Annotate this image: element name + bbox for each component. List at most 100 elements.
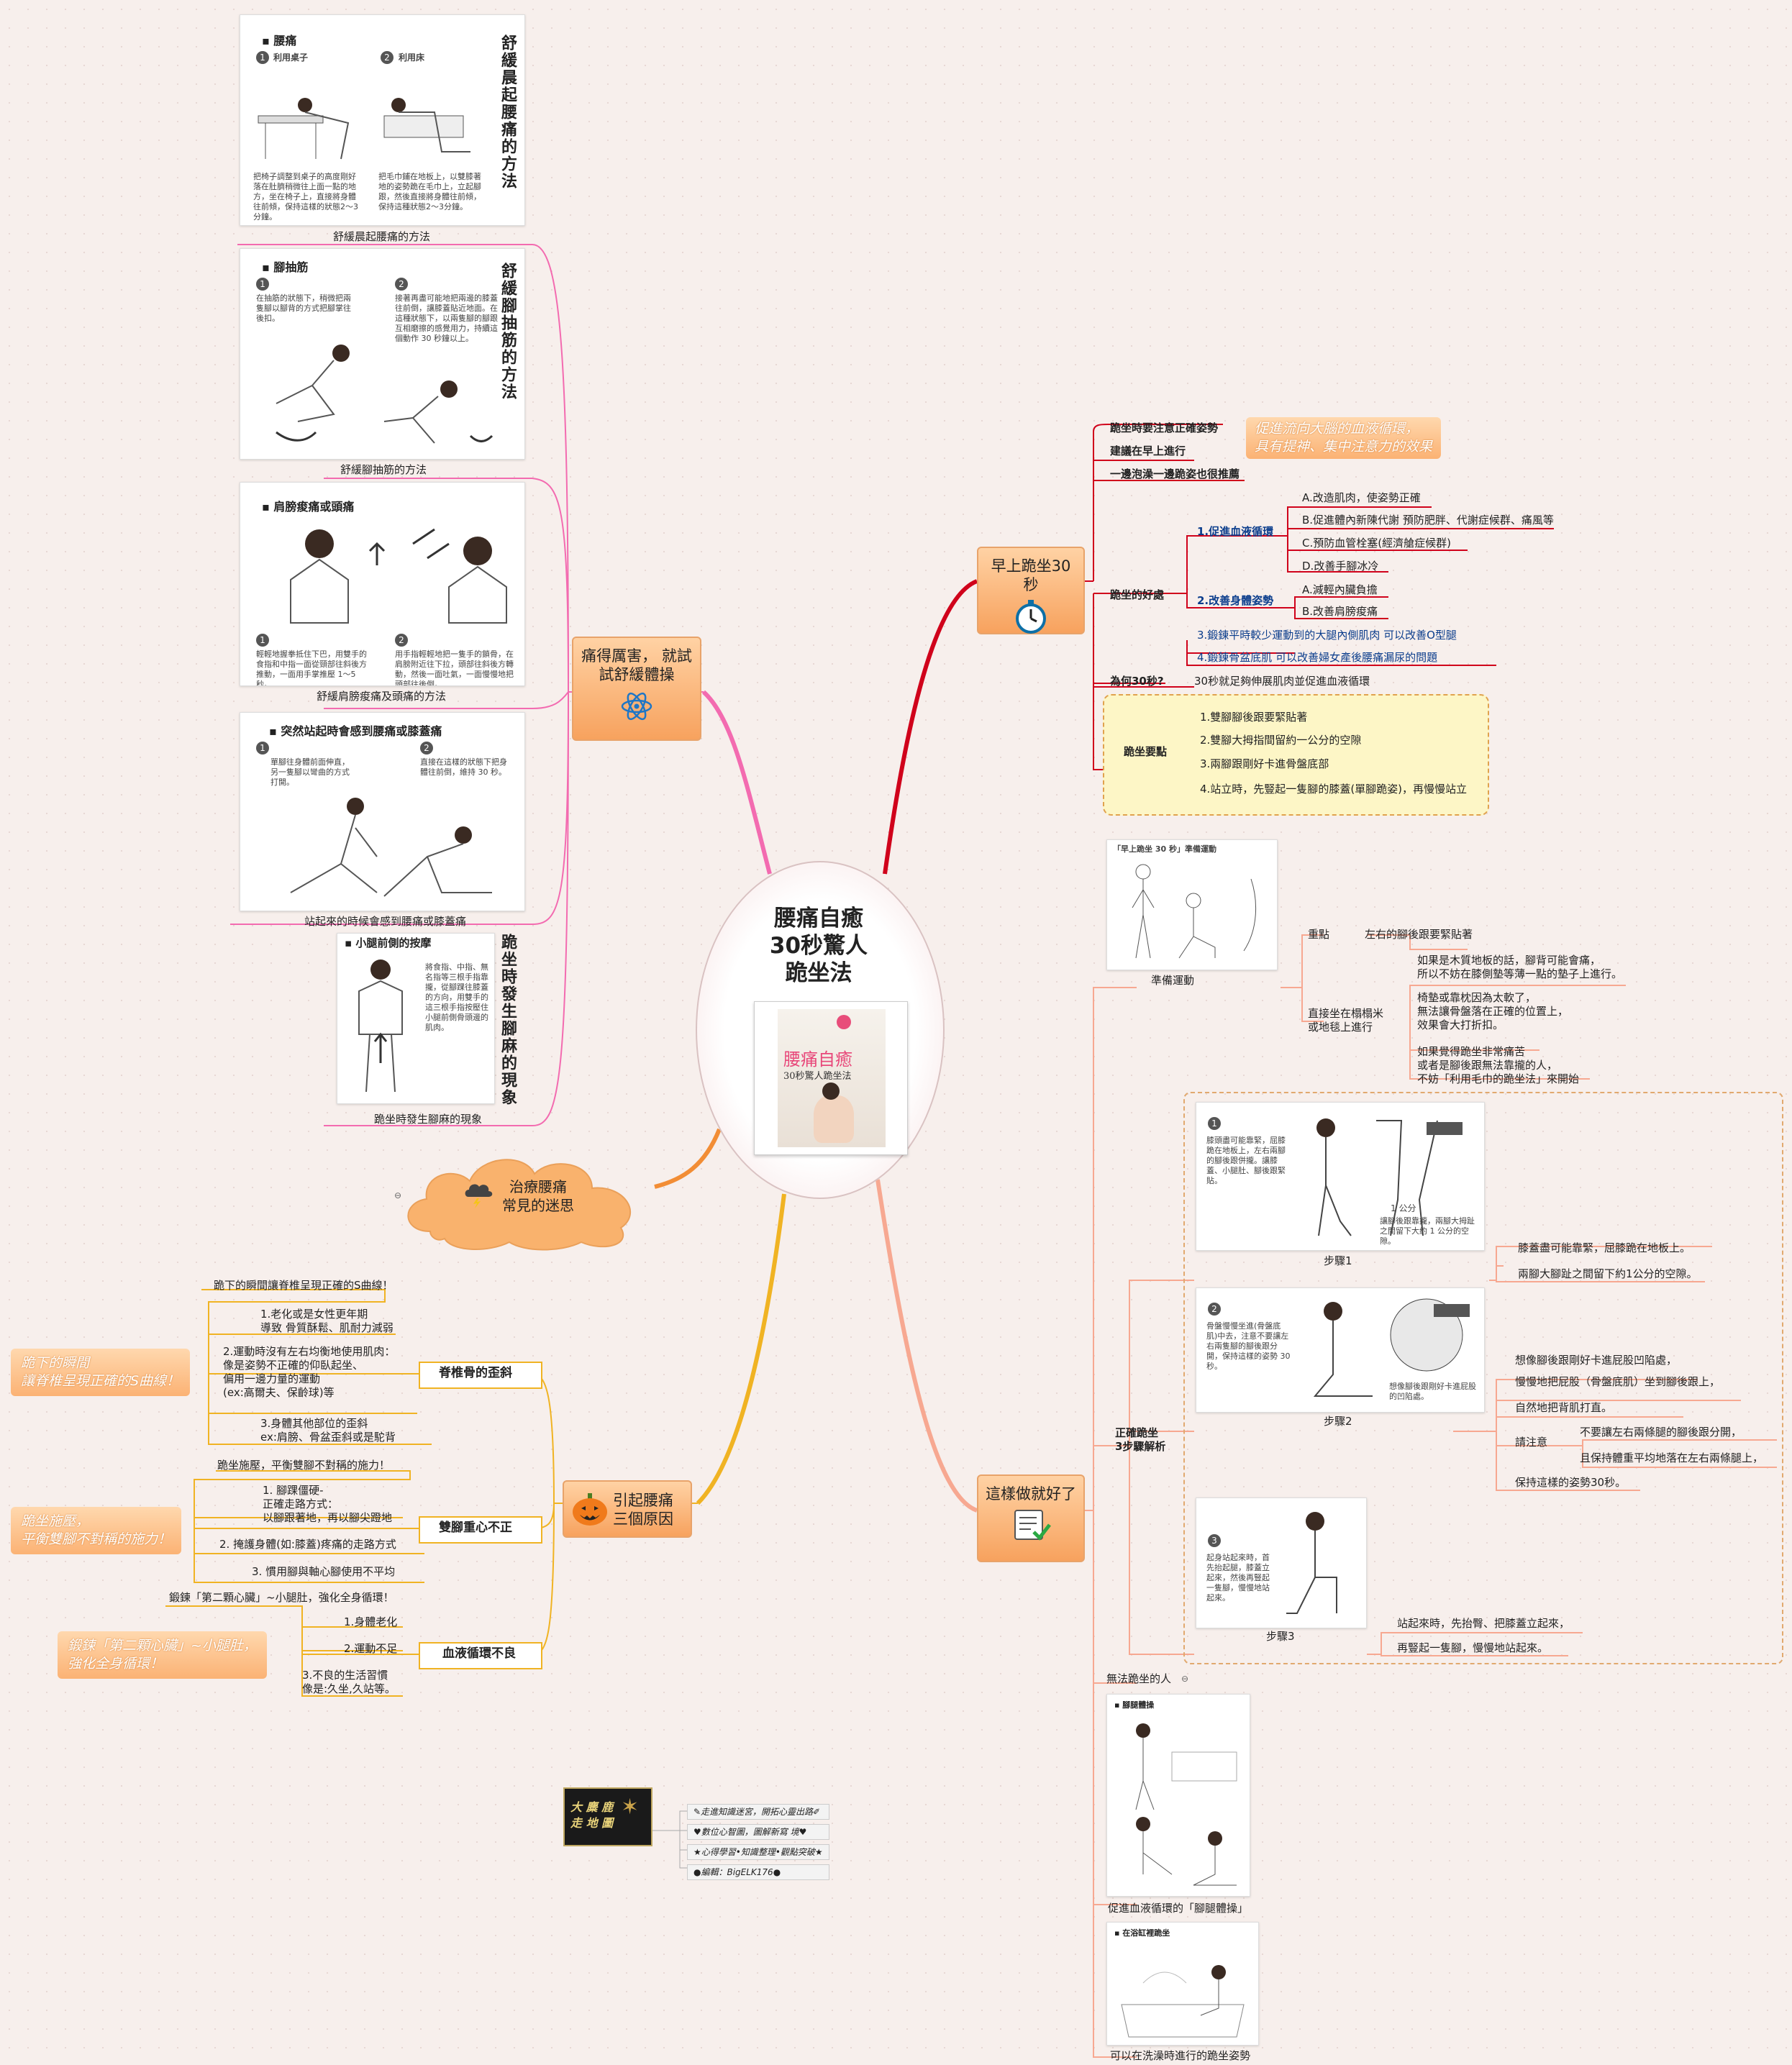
cause-spine-a[interactable]: 1.老化或是女性更年期 導致 骨質酥鬆、肌耐力減弱 (260, 1308, 394, 1334)
step3-a[interactable]: 站起來時，先抬臀、把膝蓋立起來， (1397, 1617, 1570, 1630)
step2-fig-text: 骨盤慢慢坐進(骨盤底肌)中去，注意不要讓左右兩隻腳的腳後跟分開，保持這樣的姿勢 … (1206, 1321, 1291, 1371)
leg-cramp-figure: 腳抽筋 1 在抽筋的狀態下，稍微把兩隻腳以腳背的方式把腳掌往後扣。 2 接著再盡… (240, 248, 525, 460)
benefit-circulation[interactable]: 1.促進血液循環 (1197, 525, 1274, 538)
morning-row-posture[interactable]: 跪坐時要注意正確姿勢 (1110, 421, 1219, 434)
credit-line-4: ●編輯：BigELK176● (687, 1864, 829, 1880)
link-exercise (701, 690, 772, 875)
topic-myths-cloud[interactable]: 治療腰痛 常見的迷思 (394, 1145, 660, 1252)
benefit-3[interactable]: 3.鍛鍊平時較少運動到的大腿內側肌肉 可以改善O型腿 (1197, 629, 1457, 642)
cause-circulation-c[interactable]: 3.不良的生活習慣 像是:久坐,久站等。 (302, 1669, 396, 1695)
fig5-caption: 跪坐時發生腳麻的現象 (374, 1113, 483, 1126)
step2-a[interactable]: 想像腳後跟剛好卡進屁股凹陷處， (1515, 1354, 1678, 1367)
shoulder-headache-figure: 肩膀痠痛或頭痛 1 輕輕地握拳抵住下巴，用雙手的食指和中指一面從頸部往斜後方推動… (240, 482, 525, 686)
step1-fig-text: 膝頭盡可能靠緊，屈膝跪在地板上，左右兩腳的腳後跟併攏。讓膝蓋、小腿肚、腳後跟緊貼… (1206, 1136, 1286, 1185)
checklist-icon (1011, 1508, 1051, 1542)
benefit-2a[interactable]: A.減輕內臟負擔 (1302, 583, 1378, 596)
cause-spine-box[interactable] (419, 1362, 542, 1389)
step1-b[interactable]: 兩腳大腳趾之間留下約1公分的空隙。 (1518, 1267, 1698, 1280)
bath-caption: 可以在洗澡時進行的跪坐姿勢 (1110, 2049, 1251, 2062)
cause-feet-b[interactable]: 2. 掩護身體(如:膝蓋)疼痛的走路方式 (219, 1538, 396, 1551)
benefit-1a[interactable]: A.改造肌肉，使姿勢正確 (1302, 491, 1421, 504)
three-steps-label[interactable]: 正確跪坐 3步驟解析 (1115, 1426, 1166, 1453)
fig2-text-b: 接著再盡可能地把兩邊的膝蓋往前倒，讓膝蓋貼近地面。在這種狀態下，以兩隻腳的腳跟互… (395, 293, 498, 343)
step3-figure: 3 起身站起來時，首先抬起腿，膝蓋立起來，然後再豎起一隻腳，慢慢地站起來。 (1196, 1498, 1367, 1628)
credit-lines: ✎走進知識迷宮，開拓心靈出路✐ ♥數位心智圖，圖解新寫 境♥ ★心得學習•知識整… (687, 1804, 829, 1884)
benefit-1d[interactable]: D.改善手腳冰冷 (1302, 560, 1379, 573)
kneeling-points-label[interactable]: 跪坐要點 (1124, 745, 1168, 758)
cause-circulation-box[interactable] (419, 1642, 542, 1669)
prep-key-text[interactable]: 左右的腳後跟要緊貼著 (1365, 928, 1473, 941)
stopwatch-icon (1013, 598, 1049, 634)
benefit-1c[interactable]: C.預防血管栓塞(經濟艙症候群) (1302, 537, 1451, 550)
fig1-text-desk: 把椅子調整到桌子的高度剛好落在肚臍稍微往上面一點的地方，坐在椅子上，直接將身體往… (253, 172, 358, 222)
fig1-option-bed: 利用床 (399, 53, 425, 63)
bigelk-logo: 大 麋 鹿 走 地 圖 ✶ (563, 1787, 652, 1846)
step1-gap: 1 公分 (1391, 1203, 1416, 1213)
cause-feet-c[interactable]: 3. 慣用腳與軸心腳使用不平均 (252, 1565, 396, 1578)
book-cover-subtitle: 30秒驚人跪坐法 (783, 1071, 852, 1082)
benefit-1b[interactable]: B.促進體內新陳代謝 預防肥胖、代謝症候群、痛風等 (1302, 514, 1554, 526)
fig2-vertical-title: 舒緩腳抽筋的方法 (499, 263, 517, 401)
cause-spine-head[interactable]: 跪下的瞬間讓脊椎呈現正確的S曲線！ (214, 1279, 394, 1292)
bath-kneeling-figure: 在浴缸裡跪坐 (1106, 1922, 1259, 2046)
point-4[interactable]: 4.站立時，先豎起一隻腳的膝蓋(單腳跪姿)，再慢慢站立 (1200, 783, 1468, 796)
collapse-toggle-icon[interactable]: ⊖ (1181, 1674, 1189, 1684)
topic-how-to[interactable]: 這樣做就好了 (977, 1474, 1085, 1562)
step2-e[interactable]: 且保持體重平均地落在左右兩條腿上， (1580, 1451, 1764, 1464)
cause-feet-a[interactable]: 1. 腳踝僵硬- 正確走路方式： 以腳跟著地，再以腳尖蹬地 (263, 1484, 393, 1524)
link-myths (654, 1128, 722, 1189)
topic-three-causes[interactable]: 引起腰痛 三個原因 (563, 1480, 692, 1538)
prep-key-label[interactable]: 重點 (1308, 928, 1330, 941)
topic-relief-exercises[interactable]: 痛得厲害， 就試試舒緩體操 (572, 637, 701, 741)
cause-spine-note: 跪下的瞬間 讓脊椎呈現正確的S曲線！ (11, 1349, 191, 1396)
fig1-option-desk: 利用桌子 (273, 53, 309, 63)
cause-circulation-b[interactable]: 2.運動不足 (344, 1642, 398, 1655)
step2-caution[interactable]: 請注意 (1515, 1436, 1548, 1449)
step2-f[interactable]: 保持這樣的姿勢30秒。 (1515, 1476, 1627, 1489)
cause-spine-b[interactable]: 2.運動時沒有左右均衡地使用肌肉： 像是姿勢不正確的仰臥起坐、 偏用一邊力量的運… (223, 1345, 396, 1399)
step2-caption: 步驟2 (1324, 1415, 1352, 1428)
cause-feet-head[interactable]: 跪坐施壓，平衡雙腳不對稱的施力！ (217, 1459, 391, 1472)
point-1[interactable]: 1.雙腳腳後跟要緊貼著 (1200, 711, 1308, 724)
prep-fig-title: 「早上跪坐 30 秒」準備運動 (1113, 844, 1216, 854)
cause-feet-box[interactable] (419, 1516, 542, 1544)
prep-floor-label[interactable]: 直接坐在榻榻米 或地毯上進行 (1308, 1007, 1384, 1034)
cause-circulation-label: 血液循環不良 (442, 1646, 516, 1661)
fig3-text-a: 輕輕地握拳抵住下巴，用雙手的食指和中指一面從頸部往斜後方推動，一面用手掌推壓 1… (256, 649, 367, 686)
logo-line-2: 走 地 圖 (570, 1816, 614, 1830)
fig1-title: 腰痛 (262, 31, 296, 48)
cause-spine-c[interactable]: 3.身體其他部位的歪斜 ex:肩膀、骨盆歪斜或是駝背 (260, 1417, 396, 1444)
central-title: 腰痛自癒 30秒驚人 跪坐法 (769, 906, 868, 986)
step3-b[interactable]: 再豎起一隻腳，慢慢地站起來。 (1397, 1641, 1549, 1654)
myths-collapse-icon[interactable]: ⊖ (394, 1190, 402, 1200)
step2-b[interactable]: 慢慢地把屁股（骨盤底肌）坐到腳後跟上， (1515, 1375, 1721, 1388)
morning-row-when[interactable]: 建議在早上進行 (1110, 445, 1186, 457)
step1-figure: 1 膝頭盡可能靠緊，屈膝跪在地板上，左右兩腳的腳後跟併攏。讓膝蓋、小腿肚、腳後跟… (1196, 1102, 1485, 1251)
prep-floor-1[interactable]: 如果是木質地板的話，腳背可能會痛， 所以不妨在膝側墊等薄一點的墊子上進行。 (1417, 954, 1623, 980)
cause-spine-label: 脊椎骨的歪斜 (439, 1366, 512, 1380)
link-causes (696, 1193, 786, 1505)
point-2[interactable]: 2.雙腳大拇指間留約一公分的空隙 (1200, 734, 1362, 747)
fig2-title: 腳抽筋 (262, 257, 308, 275)
prep-exercise-figure: 「早上跪坐 30 秒」準備運動 (1106, 839, 1278, 970)
cause-circulation-a[interactable]: 1.身體老化 (344, 1615, 398, 1628)
benefit-posture[interactable]: 2.改善身體姿勢 (1197, 594, 1274, 607)
morning-brain-note: 促進流向大腦的血液循環， 具有提神、集中注意力的效果 (1246, 417, 1442, 459)
benefit-4[interactable]: 4.鍛鍊骨盆底肌 可以改善婦女產後腰痛漏尿的問題 (1197, 651, 1438, 664)
step2-d[interactable]: 不要讓左右兩條腿的腳後跟分開， (1580, 1426, 1742, 1439)
point-3[interactable]: 3.兩腳跟剛好卡進骨盤底部 (1200, 757, 1329, 770)
prep-floor-3[interactable]: 如果覺得跪坐非常痛苦 或者是腳後跟無法靠攏的人， 不妨「利用毛巾的跪坐法」來開始 (1417, 1045, 1580, 1085)
benefit-2b[interactable]: B.改善肩膀痠痛 (1302, 605, 1378, 618)
cause-circulation-head[interactable]: 鍛鍊「第二顆心臟」~小腿肚，強化全身循環！ (169, 1591, 394, 1604)
step1-a[interactable]: 膝蓋盡可能靠緊，屈膝跪在地板上。 (1518, 1241, 1691, 1254)
benefits-label[interactable]: 跪坐的好處 (1110, 588, 1165, 601)
morning-row-bath[interactable]: 一邊泡澡一邊跪姿也很推薦 (1110, 468, 1240, 480)
cannot-kneel-label[interactable]: 無法跪坐的人 (1106, 1672, 1172, 1685)
step2-c[interactable]: 自然地把背肌打直。 (1515, 1401, 1613, 1414)
why-30-label[interactable]: 為何30秒? (1110, 675, 1164, 688)
why-30-text[interactable]: 30秒就足夠伸展肌肉並促進血液循環 (1194, 675, 1370, 688)
link-morning (883, 579, 978, 875)
prep-floor-2[interactable]: 椅墊或靠枕因為太軟了， 無法讓骨盤落在正確的位置上， 效果會大打折扣。 (1417, 991, 1569, 1031)
topic-myths-label: 治療腰痛 常見的迷思 (502, 1178, 574, 1214)
topic-morning-kneeling[interactable]: 早上跪坐30秒 (977, 547, 1085, 634)
